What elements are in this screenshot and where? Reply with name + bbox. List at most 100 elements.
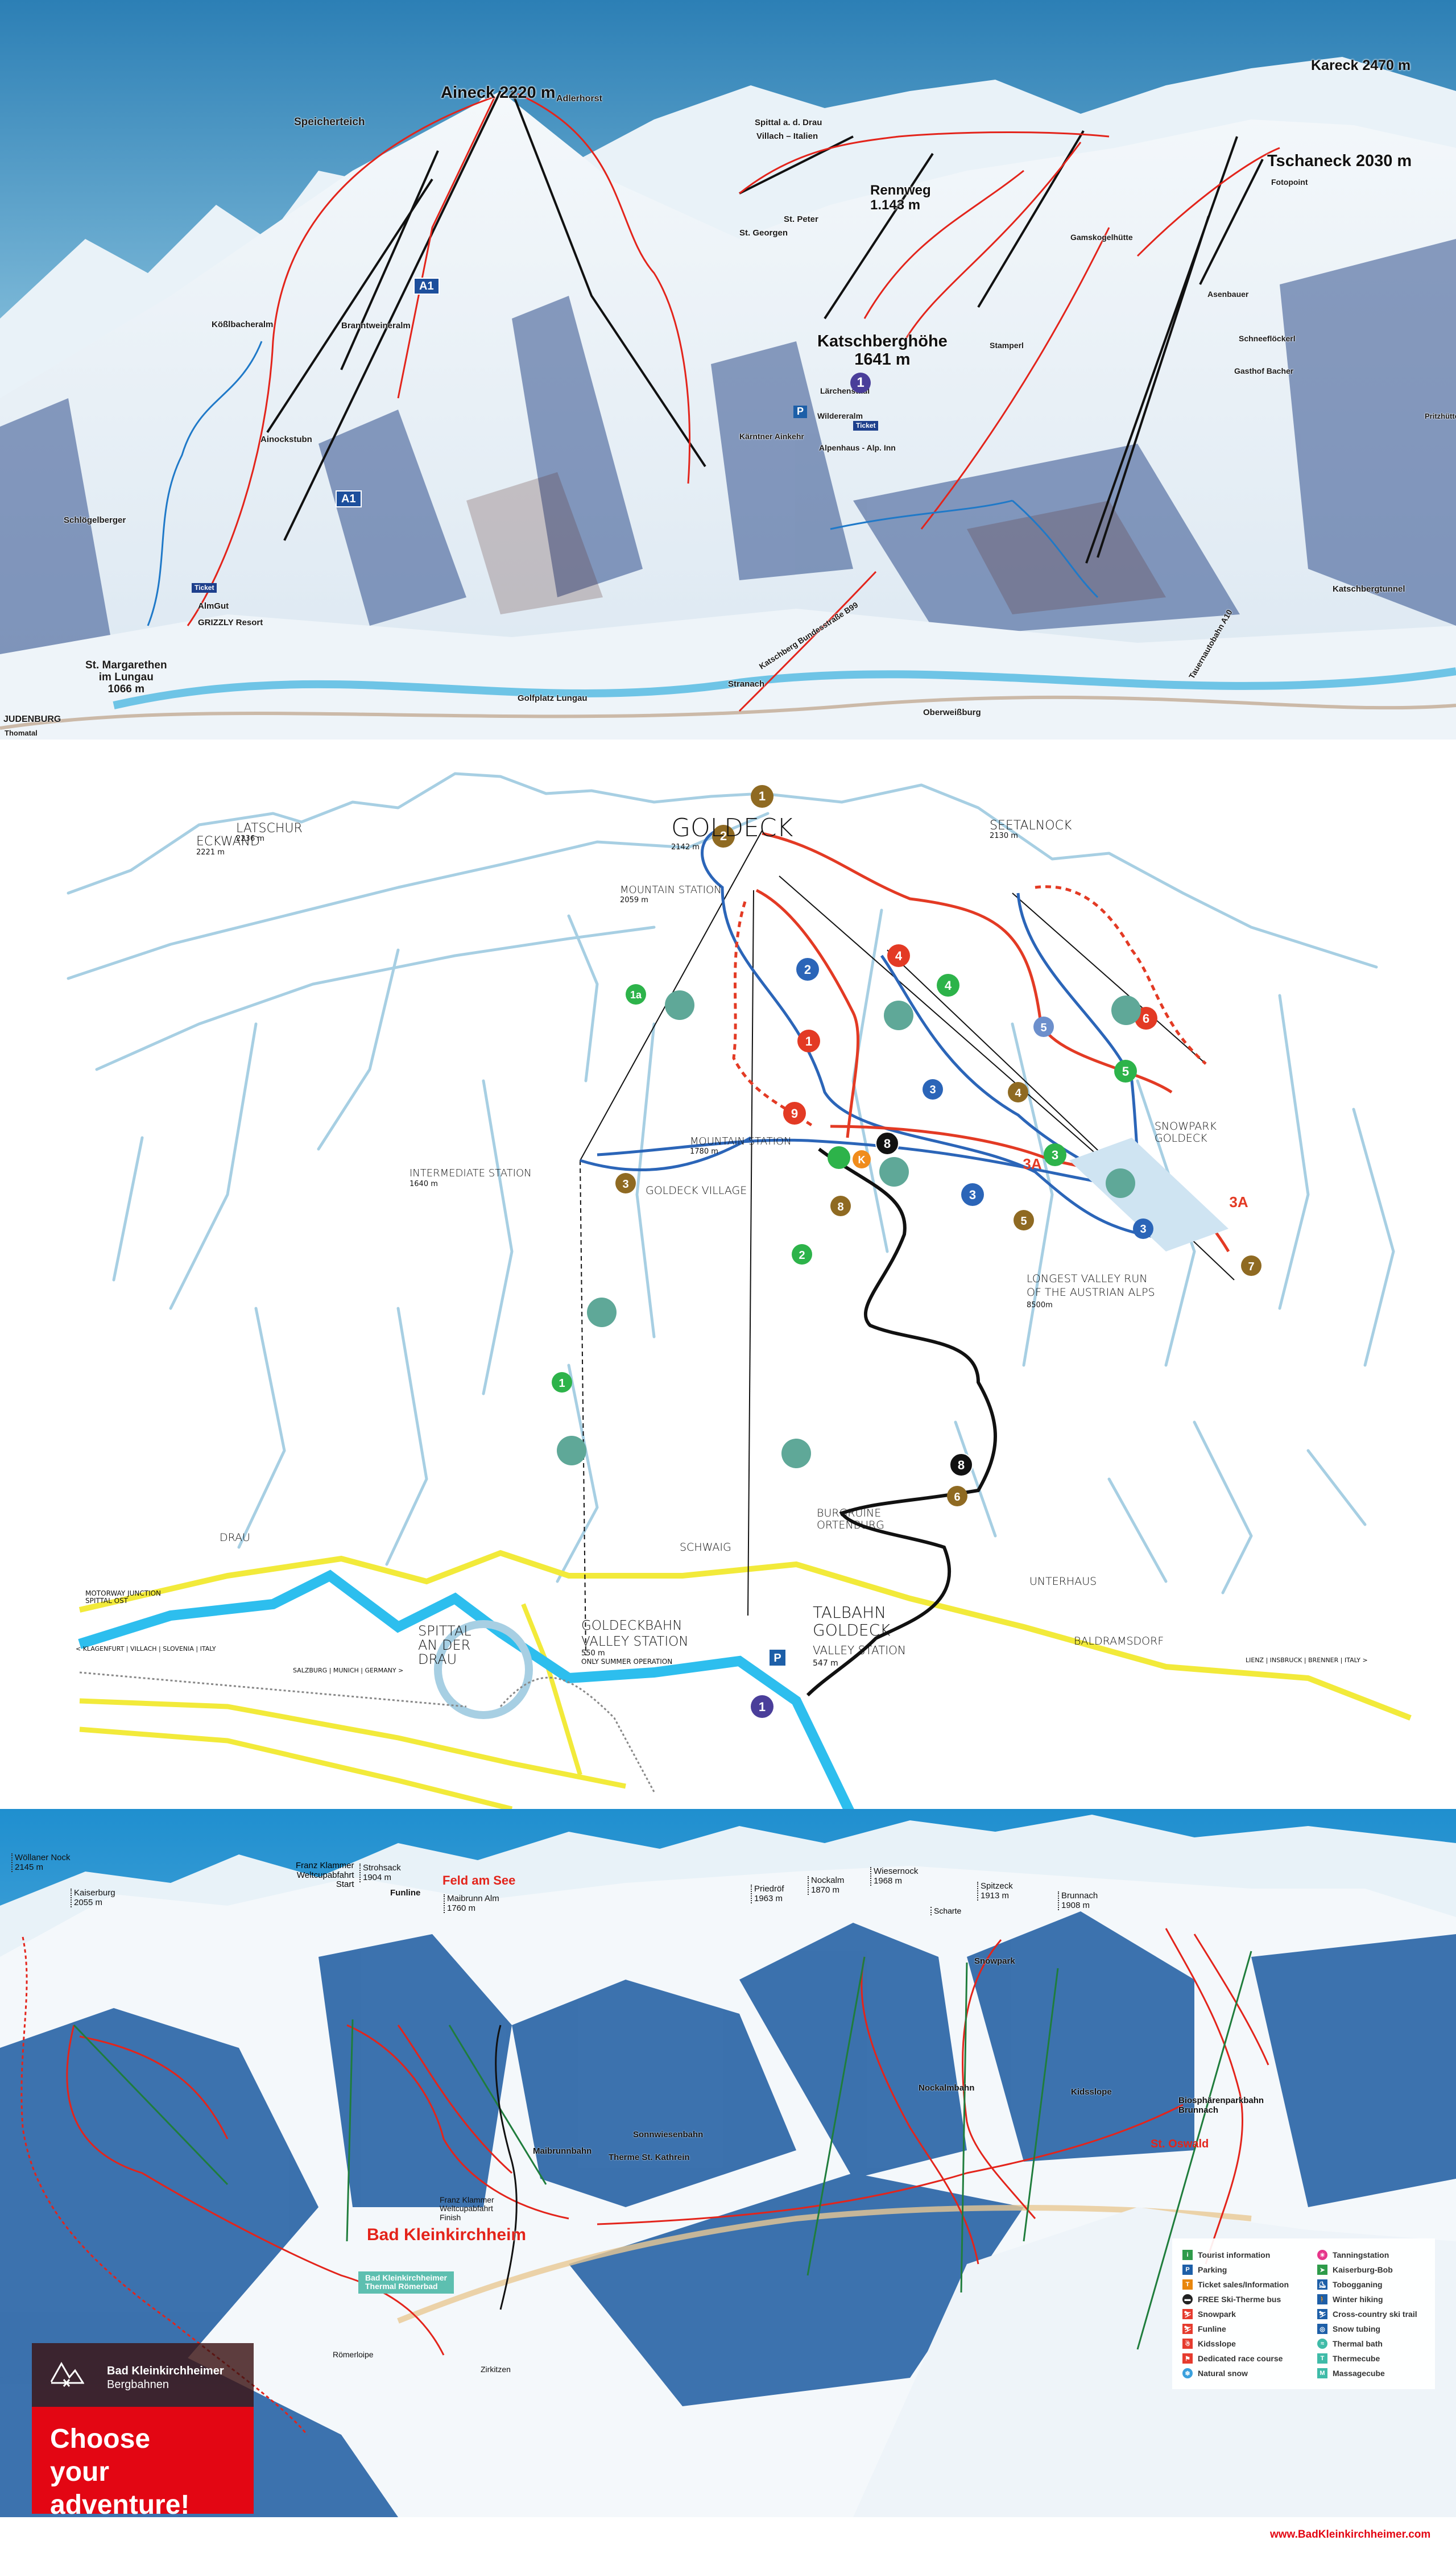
restaurant-marker-6 [947, 1486, 967, 1506]
place-st-peter: St. Peter [784, 214, 818, 224]
legend-label: Kidsslope [1198, 2339, 1236, 2348]
svg-text:4: 4 [895, 949, 903, 963]
legend-item-hiking: 🚶Winter hiking [1317, 2292, 1417, 2307]
place-grizzly: GRIZZLY Resort [198, 618, 263, 627]
place-ainockstubn: Ainockstubn [260, 435, 312, 444]
place-rennweg: Rennweg 1.143 m [870, 183, 931, 213]
place-spittal: Spittal a. d. Drau [755, 118, 822, 127]
svg-text:8: 8 [958, 1458, 965, 1472]
goldeckbahn-valley-station: GOLDECKBAHN VALLEY STATION [581, 1618, 689, 1649]
feld-am-see: Feld am See [442, 1873, 516, 1887]
zirkitzen: Zirkitzen [481, 2365, 511, 2374]
cta-banner[interactable]: Choose your adventure! [32, 2407, 254, 2520]
ticket-icon: T [1182, 2279, 1193, 2290]
place-asenbauer: Asenbauer [1207, 290, 1249, 299]
massagecube-icon: M [1317, 2368, 1327, 2378]
place-schneefloeckerl: Schneeflöckerl [1239, 334, 1296, 343]
svg-text:1: 1 [759, 1700, 766, 1714]
lift-nockalmbahn: Nockalmbahn [919, 2083, 975, 2093]
chairlift-icon [884, 1001, 913, 1030]
info-icon: i [1182, 2250, 1193, 2260]
station-intermediate-elev: 1640 m [410, 1180, 438, 1188]
svg-text:3A: 3A [1229, 1193, 1248, 1211]
restaurant-marker-5 [1014, 1210, 1034, 1230]
black-run-marker-8 [875, 1131, 899, 1155]
draglift-icon-village [587, 1298, 617, 1327]
talbahn-goldeck: TALBAHN GOLDECK [813, 1603, 891, 1639]
legend-label: FREE Ski-Therme bus [1198, 2295, 1281, 2304]
town-baldramsdorf: BALDRAMSDORF [1074, 1635, 1164, 1647]
katschberg-red-runs [187, 93, 1280, 712]
place-alpenhaus: Alpenhaus - Alp. Inn [819, 443, 896, 452]
place-katschbergtunnel: Katschbergtunnel [1333, 584, 1405, 594]
website-link[interactable]: www.BadKleinkirchheimer.com [1270, 2529, 1431, 2541]
peak-aineck: Aineck 2220 m [441, 84, 556, 102]
svg-text:3A: 3A [1023, 1155, 1041, 1172]
gondola-icon [665, 990, 694, 1020]
blue-run-marker-2 [796, 958, 819, 981]
direction-klagenfurt: < KLAGENFURT | VILLACH | SLOVENIA | ITAL… [76, 1645, 216, 1653]
lift-marker-4 [937, 974, 959, 997]
place-gasthof-bacher: Gasthof Bacher [1234, 366, 1294, 375]
place-judenburg: JUDENBURG [3, 714, 61, 724]
goldeck-title: GOLDECK [671, 813, 793, 842]
place-thomatal: Thomatal [5, 729, 38, 737]
town-bad-kleinkirchheim: Bad Kleinkirchheim [367, 2225, 527, 2244]
katschberg-illustration [0, 0, 1456, 740]
talbahn-sub: VALLEY STATION [813, 1643, 906, 1657]
svg-text:5: 5 [1122, 1064, 1129, 1079]
svg-text:4: 4 [1015, 1087, 1021, 1100]
legend-label: Parking [1198, 2265, 1227, 2274]
longest-run-line1: LONGEST VALLEY RUN [1027, 1273, 1148, 1285]
snowpark-icon: ⛷ [1182, 2309, 1193, 2319]
bob-icon: ➤ [1317, 2265, 1327, 2275]
funline-icon: ⛷ [1182, 2324, 1193, 2334]
goldeck-markers: 1 2 4 2 1 9 4 5 5 6 3 3 3 3 2 1a 1 8 8 K… [552, 785, 1261, 1718]
motorway-badge-a1: A1 [413, 278, 440, 295]
legend-item-natural-snow: ❄Natural snow [1182, 2366, 1289, 2381]
goldeck-illustration: 1 2 4 2 1 9 4 5 5 6 3 3 3 3 2 1a 1 8 8 K… [67, 772, 1412, 1809]
talbahn-elev: 547 m [813, 1659, 838, 1668]
legend-label: Natural snow [1198, 2369, 1248, 2378]
legend-label: Tobogganing [1333, 2280, 1383, 2289]
lift-maibrunnbahn: Maibrunnbahn [533, 2146, 592, 2156]
lift-marker-3 [1044, 1143, 1066, 1166]
draglift-icon [1111, 995, 1141, 1025]
red-run-marker-9 [783, 1102, 806, 1125]
legend-item-tanning: ☀ Tanningstation [1317, 2248, 1417, 2262]
cabin-icon [781, 1439, 811, 1468]
svg-text:2: 2 [720, 829, 727, 843]
place-kaerntner-ainkehr: Kärntner Ainkehr [739, 432, 804, 441]
place-speicherteich: Speicherteich [294, 116, 365, 128]
bus-stop-marker [751, 1695, 774, 1718]
svg-text:4: 4 [945, 978, 952, 993]
svg-text:1a: 1a [630, 989, 642, 1001]
roemerloipe: Römerloipe [333, 2350, 374, 2359]
place-adlerhorst: Adlerhorst [556, 94, 602, 104]
katschberg-blue-runs [147, 341, 1099, 626]
race-finish: Franz Klammer Weltcupabfahrt Finish [440, 2195, 494, 2222]
place-fotopoint: Fotopoint [1271, 177, 1308, 187]
legend-item-funline: ⛷Funline [1182, 2321, 1289, 2336]
legend-label: Tanningstation [1333, 2250, 1389, 2259]
restaurant-marker-8 [830, 1196, 851, 1216]
station-mountain-mid-elev: 1780 m [690, 1147, 718, 1156]
svg-text:2: 2 [804, 963, 811, 977]
goldeckbahn-elev: 550 m [581, 1649, 605, 1658]
legend-label: Snowpark [1198, 2310, 1236, 2319]
legend-label: Ticket sales/Information [1198, 2280, 1289, 2289]
place-koesslbacheralm: Kößlbacheralm [212, 320, 274, 329]
place-oberweissburg: Oberweißburg [923, 708, 981, 717]
tanning-icon: ☀ [1317, 2250, 1327, 2260]
town-st-oswald: St. Oswald [1151, 2138, 1209, 2150]
legend-label: Thermal bath [1333, 2339, 1383, 2348]
svg-text:8: 8 [884, 1137, 891, 1151]
toboggan-icon: ⛸ [1317, 2279, 1327, 2290]
